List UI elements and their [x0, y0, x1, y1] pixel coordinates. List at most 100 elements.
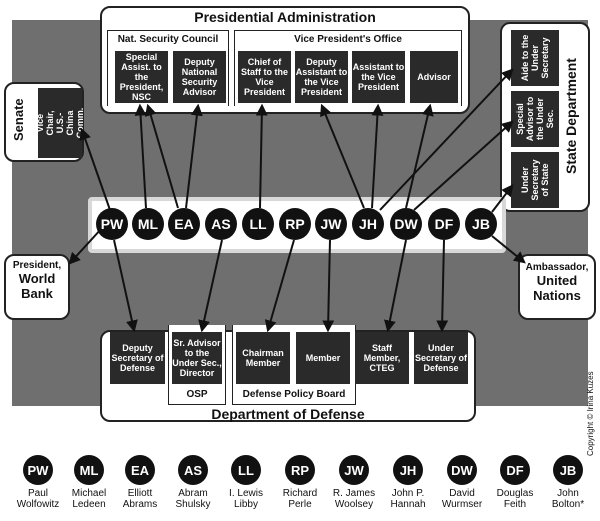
legend-item-jh: JH John P.Hannah — [382, 455, 434, 510]
vp-office-group — [234, 30, 462, 106]
arrow-as-sr-advisor — [198, 239, 223, 333]
strip-circle-ml: ML — [132, 208, 164, 240]
arrow-jh-vp-deputy — [320, 103, 365, 209]
box-dod-deputy-secretary: Deputy Secretary of Defense — [110, 332, 165, 384]
box-vp-deputy-assistant: Deputy Assistant to the Vice President — [295, 51, 348, 103]
nsc-label: Nat. Security Council — [117, 34, 219, 45]
legend-circle-df: DF — [500, 455, 530, 485]
arrow-dw-vp-advisor — [405, 103, 434, 209]
arrow-ll-vp-chief — [255, 103, 268, 209]
box-senate-vice-chair: Vice Chair, U.S.-China Comm. — [35, 88, 85, 158]
legend-circle-rp: RP — [285, 455, 315, 485]
strip-circle-ll: LL — [242, 208, 274, 240]
arrow-ml-nsc-special — [134, 103, 147, 209]
arrow-pw-senate — [79, 127, 111, 211]
strip-circle-jb: JB — [465, 208, 497, 240]
box-state-aide: Aide to the Under Secretary — [511, 30, 559, 86]
defense-policy-board-label: Defense Policy Board — [242, 389, 346, 400]
legend-circle-ml: ML — [74, 455, 104, 485]
arrow-dw-staff-member — [383, 239, 407, 333]
box-dod-under-secretary: Under Secretary of Defense — [414, 332, 468, 384]
box-dod-staff-member: Staff Member, CTEG — [355, 332, 409, 384]
box-dod-chairman: Chairman Member — [236, 332, 290, 384]
arrow-jb-un — [491, 235, 526, 264]
strip-circle-jh: JH — [352, 208, 384, 240]
copyright-notice: Copyright © Irina Kuzes — [586, 371, 595, 456]
box-nsc-special-assist: Special Assist. to the President, NSC — [115, 51, 168, 103]
strip-circle-pw: PW — [96, 208, 128, 240]
arrow-ea-nsc-deputy — [185, 103, 203, 209]
legend-circle-ea: EA — [125, 455, 155, 485]
osp-label: OSP — [186, 389, 208, 400]
arrow-jh-state-aide — [379, 68, 514, 211]
strip-circle-df: DF — [428, 208, 460, 240]
world-bank-label: President, World Bank — [4, 260, 70, 301]
arrow-pw-worldbank — [68, 227, 103, 265]
legend-circle-jh: JH — [393, 455, 423, 485]
arrow-jw-member — [322, 239, 335, 333]
box-dod-sr-advisor: Sr. Advisor to the Under Sec., Director — [172, 332, 222, 384]
world-bank-line2: World — [18, 271, 56, 286]
world-bank-line3: Bank — [21, 286, 53, 301]
united-nations-panel — [518, 254, 596, 320]
arrow-df-under-secdef — [436, 239, 449, 333]
un-line1: Ambassador, — [525, 262, 589, 273]
presidential-administration-title: Presidential Administration — [194, 9, 376, 25]
un-line2: United — [536, 273, 578, 288]
arrow-ea-nsc-special — [144, 103, 179, 209]
arrow-pw-deputy-secdef — [113, 239, 138, 333]
box-nsc-deputy-advisor: Deputy National Security Advisor — [173, 51, 226, 103]
united-nations-label: Ambassador, United Nations — [518, 262, 596, 303]
strip-circle-dw: DW — [390, 208, 422, 240]
legend-circle-ll: LL — [231, 455, 261, 485]
nsc-group — [107, 30, 229, 106]
box-vp-chief-of-staff: Chief of Staff to the Vice President — [238, 51, 291, 103]
arrow-dw-state-special — [413, 120, 514, 211]
box-dod-member: Member — [296, 332, 350, 384]
legend-name-jh: John P.Hannah — [390, 488, 426, 510]
strip-circle-ea: EA — [168, 208, 200, 240]
dod-title: Department of Defense — [211, 406, 365, 422]
box-state-under-secretary: Under Secretary of State — [511, 152, 559, 208]
box-state-special-advisor: Special Advisor to the Under Sec. — [511, 91, 559, 147]
arrow-jb-state-under — [491, 184, 514, 213]
legend-circle-pw: PW — [23, 455, 53, 485]
arrow-jh-vp-assistant — [371, 103, 384, 209]
legend-circle-jb: JB — [553, 455, 583, 485]
vp-office-label: Vice President's Office — [294, 34, 402, 45]
strip-circle-jw: JW — [315, 208, 347, 240]
strip-circle-as: AS — [205, 208, 237, 240]
strip-circle-rp: RP — [279, 208, 311, 240]
world-bank-panel — [4, 254, 70, 320]
arrow-rp-chairman — [264, 239, 295, 333]
legend-circle-dw: DW — [447, 455, 477, 485]
legend-circle-jw: JW — [339, 455, 369, 485]
legend-circle-as: AS — [178, 455, 208, 485]
un-line3: Nations — [533, 288, 581, 303]
box-vp-advisor: Advisor — [410, 51, 458, 103]
box-vp-assistant: Assistant to the Vice President — [352, 51, 405, 103]
world-bank-line1: President, — [12, 260, 62, 271]
